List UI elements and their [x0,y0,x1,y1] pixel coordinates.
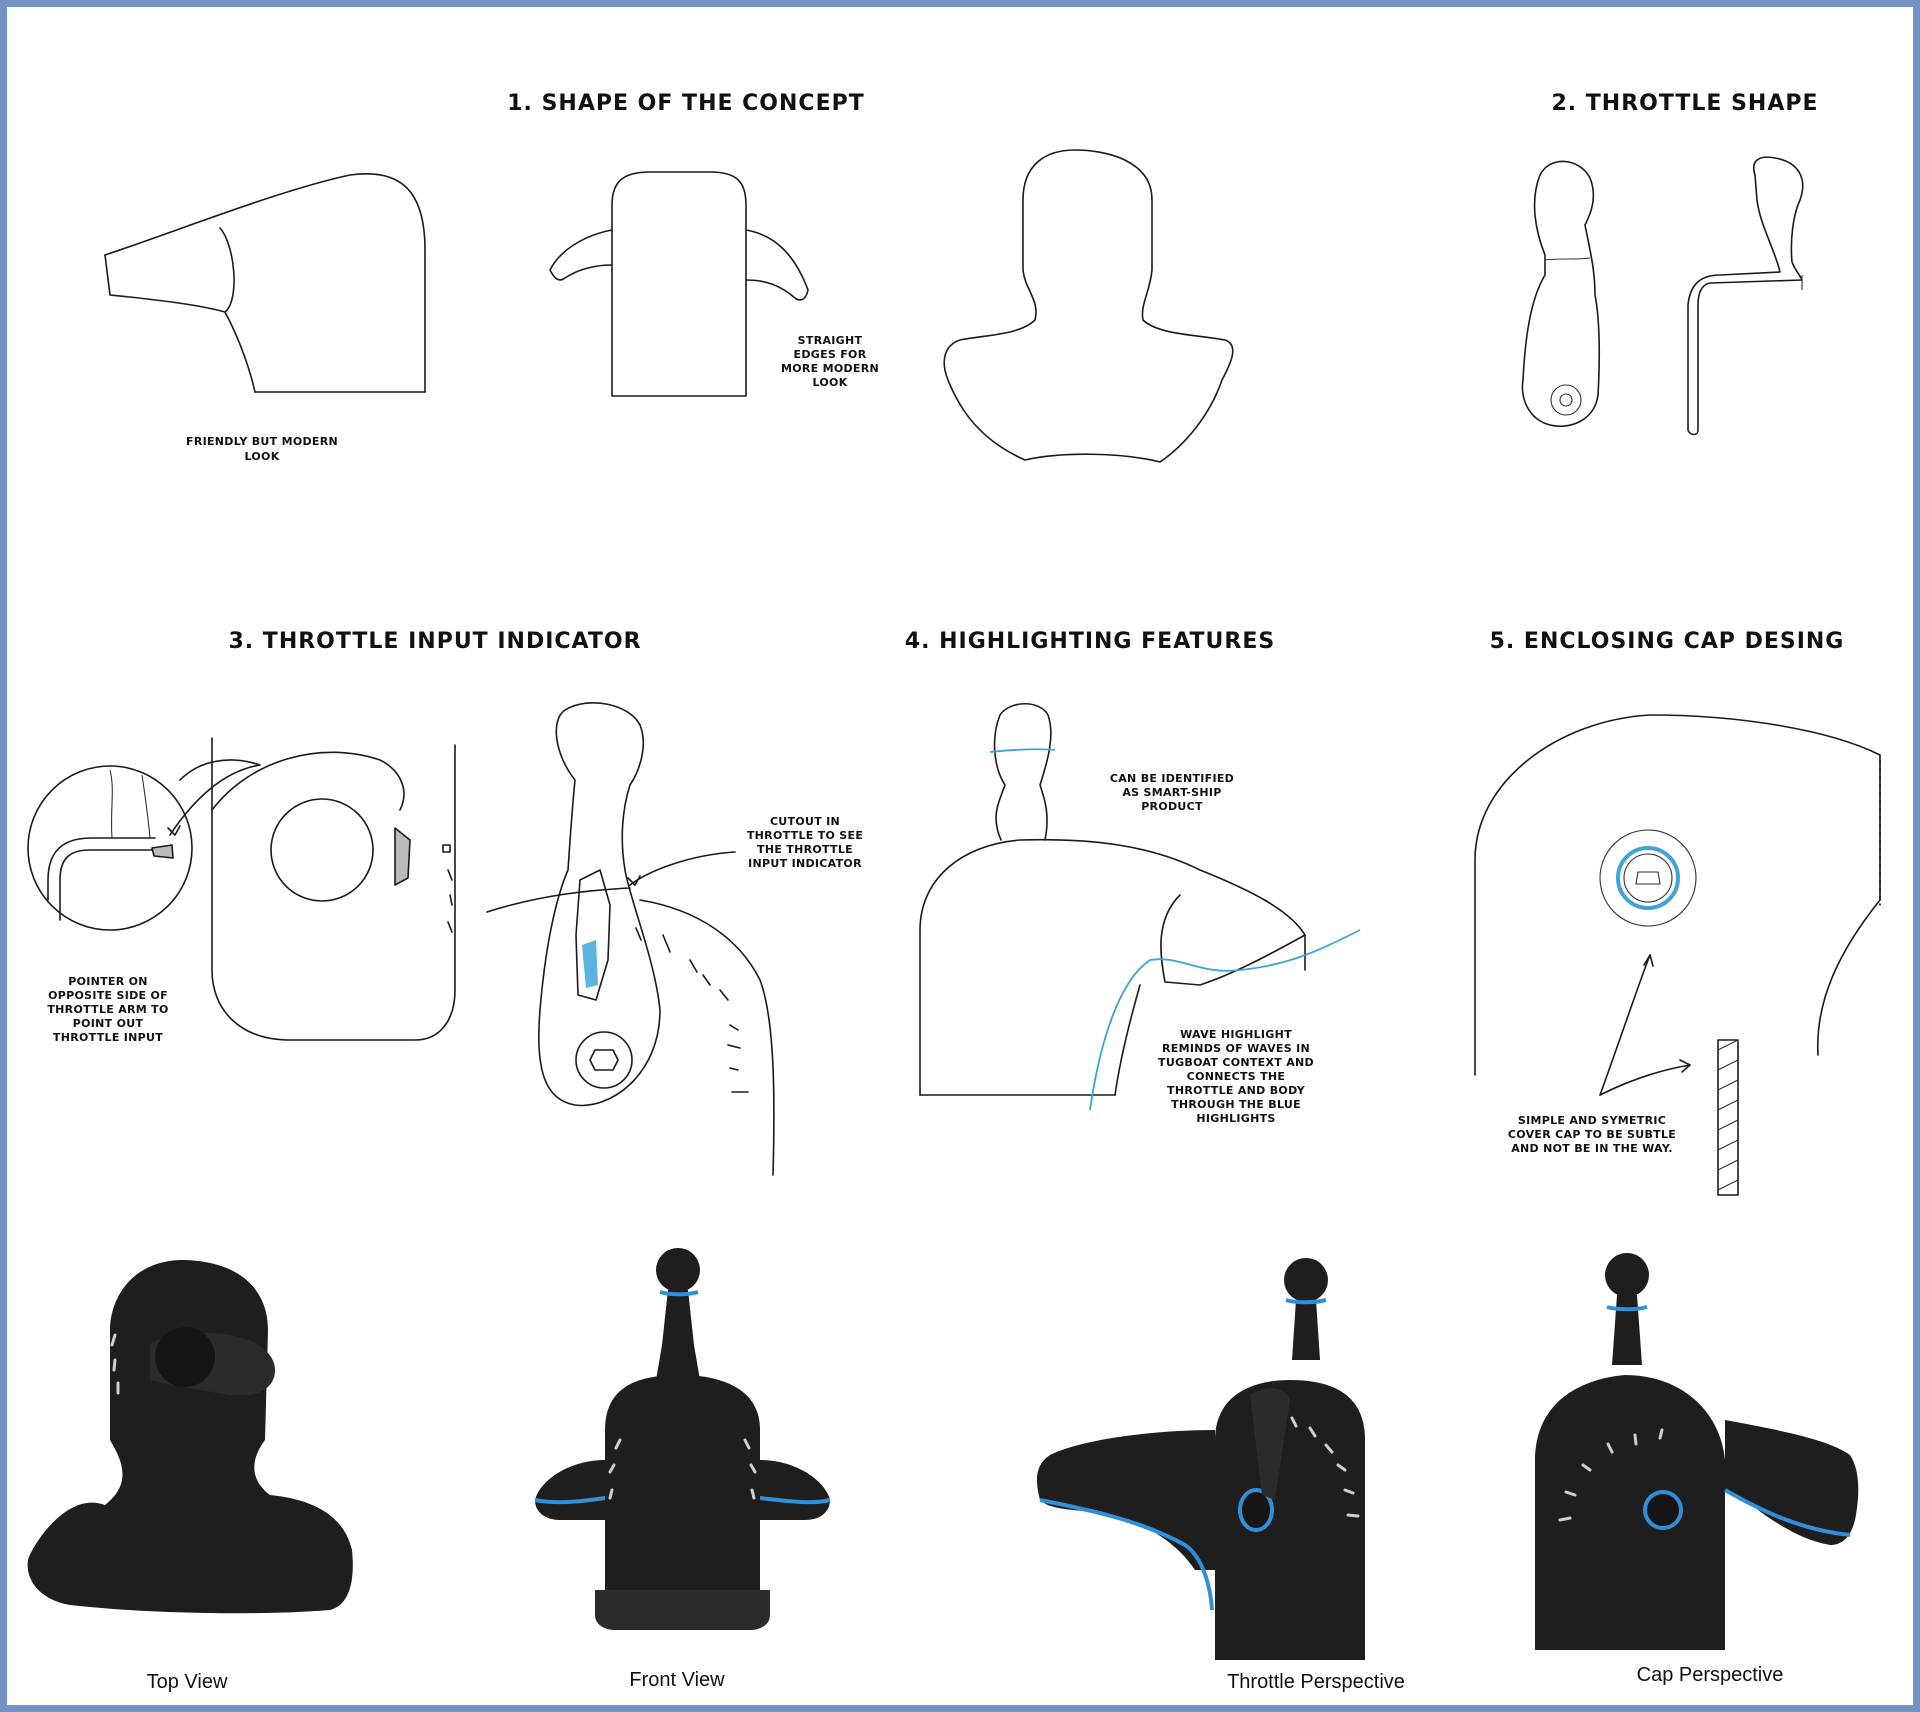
svg-text:OPPOSITE SIDE OF: OPPOSITE SIDE OF [48,989,168,1002]
note-wave: WAVE HIGHLIGHT REMINDS OF WAVES IN TUGBO… [1158,1028,1314,1125]
svg-text:CUTOUT IN: CUTOUT IN [770,815,840,828]
highlight-side-sketch [919,703,1361,1111]
svg-text:THROTTLE ARM TO: THROTTLE ARM TO [47,1003,168,1016]
caption-top-view: Top View [147,1671,228,1693]
concept-front-sketch [549,171,809,397]
section-title-5: 5. ENCLOSING CAP DESING [1490,629,1845,654]
section-title-2: 2. THROTTLE SHAPE [1551,91,1818,116]
cap-perspective-ticks [1558,1428,1664,1522]
svg-text:HIGHLIGHTS: HIGHLIGHTS [1196,1112,1275,1125]
svg-text:CAN BE IDENTIFIED: CAN BE IDENTIFIED [1110,772,1234,785]
throttle-arm-sketch-curved [1521,160,1601,427]
svg-text:POINTER ON: POINTER ON [68,975,148,988]
svg-text:AND NOT BE IN THE WAY.: AND NOT BE IN THE WAY. [1511,1142,1673,1155]
note-identified: CAN BE IDENTIFIED AS SMART-SHIP PRODUCT [1110,772,1234,813]
cap-sketch [1474,714,1881,1196]
svg-text:SIMPLE AND SYMETRIC: SIMPLE AND SYMETRIC [1518,1114,1666,1127]
throttle-perspective-ticks [1290,1416,1360,1518]
concept-top-sketch [943,149,1234,463]
throttle-cutout-sketch [486,702,775,1176]
caption-cap-perspective: Cap Perspective [1637,1664,1784,1686]
svg-text:THROTTLE TO SEE: THROTTLE TO SEE [747,829,863,842]
caption-front-view: Front View [629,1669,725,1691]
top-view-ticks [110,1333,120,1395]
svg-text:PRODUCT: PRODUCT [1141,800,1203,813]
svg-text:STRAIGHT: STRAIGHT [798,334,863,347]
svg-text:POINT OUT: POINT OUT [73,1017,144,1030]
render-top-view [27,1260,353,1614]
render-front-view [534,1248,831,1630]
svg-text:LOOK: LOOK [244,450,279,463]
caption-throttle-perspective: Throttle Perspective [1227,1671,1405,1693]
front-view-ticks [608,1438,757,1500]
concept-side-sketch [104,173,426,393]
svg-text:WAVE HIGHLIGHT: WAVE HIGHLIGHT [1180,1028,1292,1041]
svg-text:THE THROTTLE: THE THROTTLE [757,843,853,856]
svg-text:THROTTLE INPUT: THROTTLE INPUT [53,1031,163,1044]
svg-text:REMINDS OF WAVES IN: REMINDS OF WAVES IN [1162,1042,1310,1055]
note-cutout: CUTOUT IN THROTTLE TO SEE THE THROTTLE I… [747,815,863,870]
note-cap: SIMPLE AND SYMETRIC COVER CAP TO BE SUBT… [1508,1114,1676,1155]
svg-text:INPUT INDICATOR: INPUT INDICATOR [748,857,862,870]
pointer-detail-sketch [27,737,456,1041]
section-title-4: 4. HIGHLIGHTING FEATURES [905,629,1275,654]
throttle-arm-sketch-bent [1687,156,1804,436]
svg-text:COVER CAP TO BE SUBTLE: COVER CAP TO BE SUBTLE [1508,1128,1676,1141]
note-pointer: POINTER ON OPPOSITE SIDE OF THROTTLE ARM… [47,975,168,1044]
svg-text:LOOK: LOOK [812,376,847,389]
svg-text:CONNECTS THE: CONNECTS THE [1187,1070,1286,1083]
note-friendly: FRIENDLY BUT MODERN LOOK [186,435,338,463]
render-cap-perspective [1535,1253,1859,1650]
section-title-1: 1. SHAPE OF THE CONCEPT [507,91,864,116]
svg-text:AS SMART-SHIP: AS SMART-SHIP [1122,786,1221,799]
section-title-3: 3. THROTTLE INPUT INDICATOR [228,629,641,654]
note-straight: STRAIGHT EDGES FOR MORE MODERN LOOK [781,334,879,389]
svg-text:THROTTLE AND BODY: THROTTLE AND BODY [1167,1084,1306,1097]
svg-text:EDGES FOR: EDGES FOR [794,348,867,361]
svg-text:MORE MODERN: MORE MODERN [781,362,879,375]
svg-text:FRIENDLY BUT MODERN: FRIENDLY BUT MODERN [186,435,338,448]
svg-text:THROUGH THE BLUE: THROUGH THE BLUE [1171,1098,1301,1111]
svg-text:TUGBOAT CONTEXT AND: TUGBOAT CONTEXT AND [1158,1056,1314,1069]
render-throttle-perspective [1037,1258,1365,1660]
